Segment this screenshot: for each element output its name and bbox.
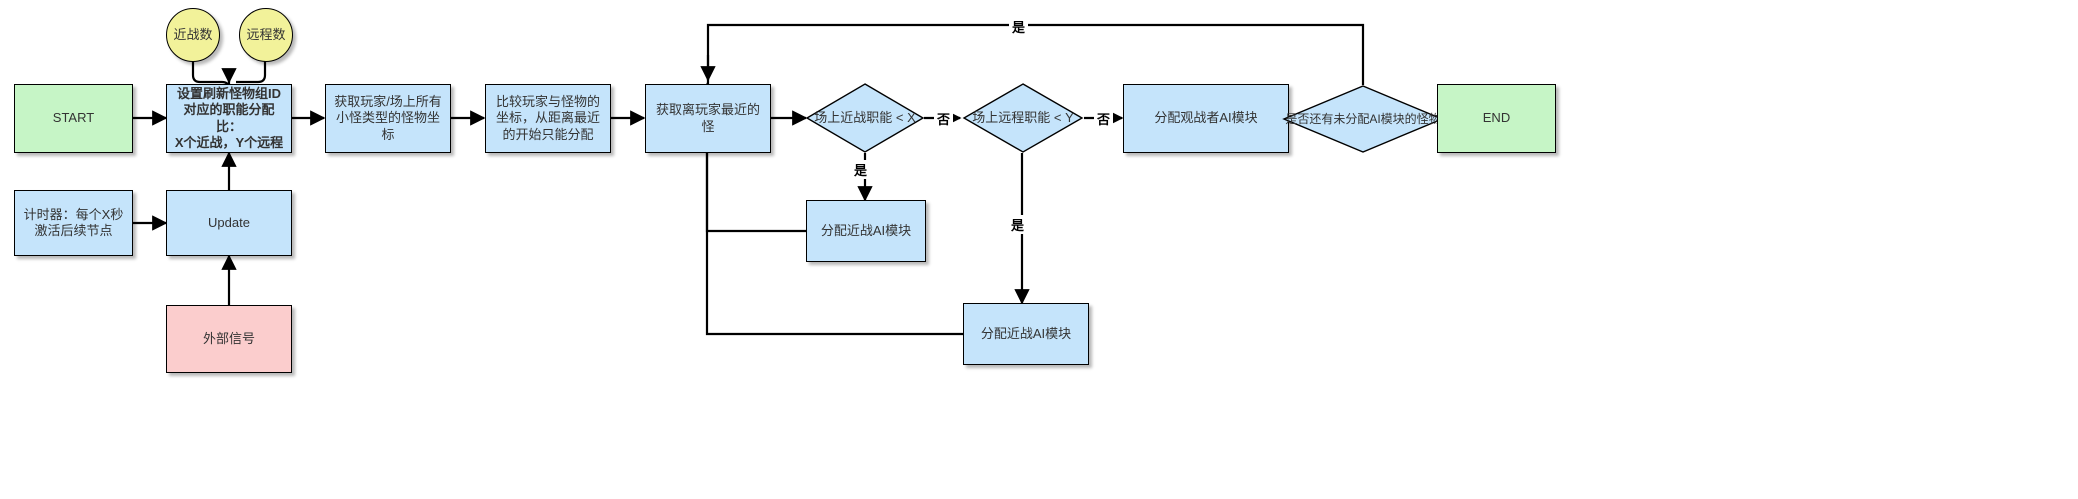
edge-label-no-melee: 否 [934,109,954,128]
node-check-ranged-capacity[interactable]: 场上远程职能 < Y [962,83,1084,153]
node-timer[interactable]: 计时器：每个X秒激活后续节点 [14,190,133,256]
edge-check-more-yes-loop [706,23,1365,85]
edge-label-yes-ranged: 是 [1008,215,1028,234]
node-assign-watcher-ai[interactable]: 分配观战者AI模块 [1123,84,1289,153]
node-label: 获取玩家/场上所有小怪类型的怪物坐标 [334,94,442,142]
node-end[interactable]: END [1437,84,1556,153]
node-get-nearest-monster[interactable]: 获取离玩家最近的怪 [645,84,771,153]
node-setup-spawn-ratio[interactable]: 设置刷新怪物组ID 对应的职能分配比： X个近战，Y个远程 [166,84,292,153]
node-gather-coordinates[interactable]: 获取玩家/场上所有小怪类型的怪物坐标 [325,84,451,153]
edge-label-no-ranged: 否 [1094,109,1114,128]
edge-label-yes-melee: 是 [851,160,871,179]
node-param-melee-count[interactable]: 近战数 [166,8,220,62]
node-label: 比较玩家与怪物的坐标，从距离最近的开始只能分配 [495,94,600,142]
node-label: START [52,110,95,126]
node-label: 分配观战者AI模块 [1154,110,1258,126]
node-label: END [1482,110,1511,126]
edge-label-loop-yes: 是 [1009,17,1029,36]
node-label: 分配近战AI模块 [820,222,912,238]
node-label: 近战数 [173,26,213,42]
node-compare-coordinates[interactable]: 比较玩家与怪物的坐标，从距离最近的开始只能分配 [485,84,611,153]
node-label: 远程数 [246,26,286,42]
node-label: Update [208,214,250,230]
node-assign-melee-ai-upper[interactable]: 分配近战AI模块 [806,200,926,262]
node-check-melee-capacity[interactable]: 场上近战职能 < X [805,83,925,153]
edge-assign-melee1-loop [705,142,806,233]
edge-ranged-param-to-setup [236,59,267,84]
node-label: 分配近战AI模块 [980,325,1072,341]
node-param-ranged-count[interactable]: 远程数 [239,8,293,62]
node-label: 计时器：每个X秒激活后续节点 [23,206,124,238]
node-label: 获取离玩家最近的怪 [655,102,760,134]
node-label: 设置刷新怪物组ID 对应的职能分配比： X个近战，Y个远程 [174,86,284,150]
node-start[interactable]: START [14,84,133,153]
edge-assign-melee2-loop [705,142,963,336]
node-update[interactable]: Update [166,190,292,256]
node-check-more-monsters[interactable]: 是否还有未分配AI模块的怪物 [1282,85,1444,153]
node-assign-melee-ai-lower[interactable]: 分配近战AI模块 [963,303,1089,365]
node-external-signal[interactable]: 外部信号 [166,305,292,373]
node-label: 外部信号 [202,330,255,346]
